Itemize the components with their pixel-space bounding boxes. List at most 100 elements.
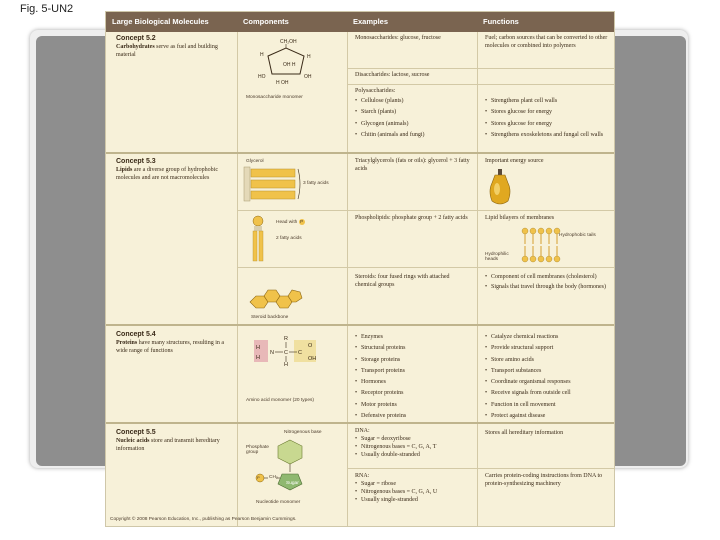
example-text: Triacylglycerols (fats or oils): glycero… [355,158,470,172]
list-item: Cellulose (plants) [355,96,425,108]
example-heading: DNA: [355,428,370,434]
list-item: Glycogen (animals) [355,119,425,131]
svg-text:N: N [270,350,274,356]
svg-text:O: O [308,343,313,349]
list-item: Protect against disease [485,411,571,423]
example-list: Sugar = ribose Nitrogenous bases = C, G,… [355,480,437,504]
list-item: Provide structural support [485,343,571,355]
concept-title: Concept 5.4 [116,331,156,338]
svg-text:OH H: OH H [283,62,296,68]
header-examples: Examples [347,12,477,32]
list-item: Store amino acids [485,355,571,367]
function-text: Lipid bilayers of membranes [485,215,555,221]
example-heading: Polysaccharides: [355,88,396,94]
monomer-label: Amino acid monomer (20 types) [246,398,314,403]
list-item: Stores glucose for energy [485,107,611,119]
sugar-label: Sugar [286,481,299,486]
bilayer-diagram [521,227,561,263]
function-list: Catalyze chemical reactions Provide stru… [485,332,571,423]
list-item: Defensive proteins [355,411,406,423]
list-item: Usually single-stranded [355,496,437,504]
concept-description: Nucleic acids store and transmit heredit… [116,438,220,452]
header-molecules: Large Biological Molecules [106,12,237,32]
header-functions: Functions [477,12,614,32]
list-item: Motor proteins [355,400,406,412]
svg-text:H: H [260,52,264,58]
concept-description: Proteins have many structures, resulting… [116,340,225,354]
phosphate-icon: P [298,219,305,225]
slide-caption: Fig. 5-UN2 [20,3,74,15]
base-label: Nitrogenous base [284,430,322,435]
row-divider [237,210,614,211]
row-divider [347,84,614,85]
function-text: Important energy source [485,158,544,164]
summary-table: Large Biological Molecules Components Ex… [105,11,615,527]
list-item: Receptor proteins [355,388,406,400]
concept-description: Carbohydrates serve as fuel and building… [116,44,218,58]
list-item: Strengthens exoskeletons and fungal cell… [485,132,611,140]
section-divider [106,422,614,424]
example-heading: RNA: [355,473,370,479]
svg-text:OH: OH [304,74,312,80]
list-item: Signals that travel through the body (ho… [485,284,611,292]
list-item: Catalyze chemical reactions [485,332,571,344]
list-item: Receive signals from outside cell [485,388,571,400]
row-divider [347,68,614,69]
concept-title: Concept 5.2 [116,35,156,42]
svg-text:CH₂OH: CH₂OH [280,39,297,45]
glucose-structure-diagram: CH₂OH H H OH H HO OH H OH [258,39,312,86]
list-item: Usually double-stranded [355,451,436,459]
svg-text:OH: OH [308,356,316,362]
list-item: Starch (plants) [355,107,425,119]
row-divider [237,267,614,268]
section-divider [106,152,614,154]
example-text: Monosaccharides: glucose, fructose [355,35,441,41]
function-text: Carries protein-coding instructions from… [485,473,603,487]
fatty-acids-label: 3 fatty acids [303,181,329,186]
concept-description: Lipids are a diverse group of hydrophobi… [116,167,218,181]
amino-acid-diagram: H H N C C O OH R H [254,336,316,368]
phosphate-icon: P [257,475,260,480]
column-divider [477,32,478,526]
row-divider [347,468,614,469]
example-text: Phospholipids: phosphate group + 2 fatty… [355,215,468,221]
function-list: Component of cell membranes (cholesterol… [485,274,611,291]
list-item: Transport substances [485,366,571,378]
svg-text:H: H [256,345,260,351]
list-item: Coordinate organismal responses [485,377,571,389]
function-list: Strengthens plant cell walls Stores gluc… [485,96,611,139]
example-text: Disaccharides: lactose, sucrose [355,72,430,78]
example-text: Steroids: four fused rings with attached… [355,274,450,288]
phospholipid-diagram [252,215,264,262]
function-text: Fuel; carbon sources that can be convert… [485,35,608,49]
oil-bottle-icon [489,169,511,205]
monomer-label: Nucleotide monomer [256,500,301,505]
list-item: Transport proteins [355,366,406,378]
svg-text:HO: HO [258,74,266,80]
triacylglycerol-diagram [243,166,301,202]
column-divider [347,32,348,526]
concept-title: Concept 5.5 [116,429,156,436]
svg-text:R: R [284,336,288,342]
section-divider [106,324,614,326]
function-text: Stores all hereditary information [485,430,564,436]
copyright-notice: Copyright © 2008 Pearson Education, Inc.… [110,517,297,522]
example-list: Enzymes Structural proteins Storage prot… [355,332,406,423]
svg-text:H: H [284,362,288,368]
list-item: Storage proteins [355,355,406,367]
svg-text:H: H [307,54,311,60]
list-item: Enzymes [355,332,406,344]
steroid-label: Steroid backbone [251,315,289,320]
ch2-label: CH₂ [269,475,278,480]
list-item: Component of cell membranes (cholesterol… [485,274,611,282]
list-item: Nitrogenous bases = C, G, A, U [355,488,437,496]
steroid-diagram [249,289,303,309]
list-item: Nitrogenous bases = C, G, A, T [355,443,436,451]
header-components: Components [237,12,347,32]
example-list: Sugar = deoxyribose Nitrogenous bases = … [355,435,436,459]
phosphate-label: Phosphate group [246,445,269,455]
list-item: Hormones [355,377,406,389]
concept-title: Concept 5.3 [116,158,156,165]
monomer-label: Monosaccharide monomer [246,95,303,100]
svg-text:H: H [256,355,260,361]
